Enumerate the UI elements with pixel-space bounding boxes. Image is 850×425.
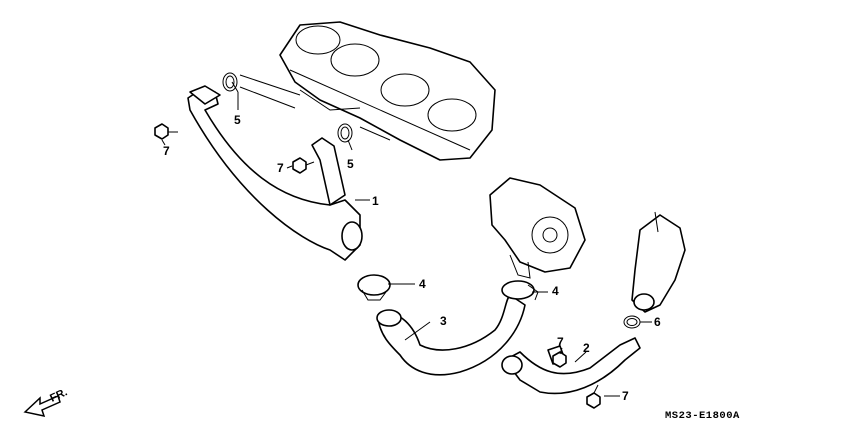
bolt-top-left — [154, 123, 178, 140]
hose-clamp-right — [501, 280, 539, 301]
water-pipe-2 — [501, 337, 641, 395]
callout-1: 1 — [372, 194, 379, 208]
callout-2: 2 — [583, 341, 590, 355]
callout-7-middle: 7 — [277, 161, 284, 175]
thermostat-housing — [631, 211, 686, 313]
callout-7-bottom: 7 — [622, 389, 629, 403]
o-ring-upper — [222, 72, 238, 92]
water-pipe-1 — [187, 85, 363, 261]
arrow-icon — [23, 394, 61, 418]
direction-label: FR. — [48, 386, 69, 404]
leader-lines — [161, 74, 652, 397]
callout-6: 6 — [654, 315, 661, 329]
water-hose-3 — [376, 294, 526, 376]
water-pump — [489, 177, 586, 279]
bolt-pipe2-lower — [586, 384, 601, 409]
callout-4-left: 4 — [419, 277, 426, 291]
o-ring-thermostat — [623, 315, 641, 329]
front-direction-marker: FR. — [23, 386, 69, 418]
bolt-pipe2-upper — [552, 351, 567, 368]
o-ring-lower — [337, 123, 353, 143]
diagram-code: MS23-E1800A — [665, 410, 740, 422]
hose-clamp-left — [357, 274, 391, 301]
cylinder-block — [279, 21, 496, 161]
callout-4-right: 4 — [552, 284, 559, 298]
callout-7-pipe2: 7 — [557, 335, 564, 349]
callout-5-lower: 5 — [347, 157, 354, 171]
callout-7-top-left: 7 — [163, 144, 170, 158]
bolt-middle — [292, 157, 315, 174]
callout-5-upper: 5 — [234, 113, 241, 127]
callout-3: 3 — [440, 314, 447, 328]
